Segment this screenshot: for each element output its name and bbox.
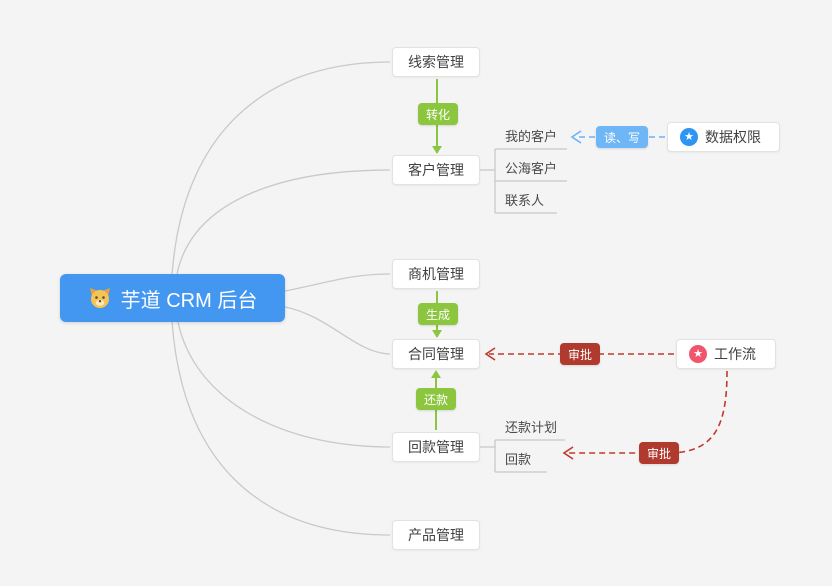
node-repayment-plan[interactable]: 还款计划 xyxy=(505,420,558,435)
star-icon: ★ xyxy=(689,345,707,363)
node-receivable-management[interactable]: 回款管理 xyxy=(392,432,480,462)
node-label: 回款管理 xyxy=(408,439,464,455)
badge-generate[interactable]: 生成 xyxy=(418,303,459,325)
node-business-management[interactable]: 商机管理 xyxy=(392,259,480,289)
root-branch-curves xyxy=(171,61,391,536)
node-product-management[interactable]: 产品管理 xyxy=(392,520,480,550)
arrowhead-receivable-to-contract xyxy=(431,370,441,378)
badge-approve-payment[interactable]: 审批 xyxy=(639,442,680,464)
node-contacts[interactable]: 联系人 xyxy=(505,193,545,208)
node-data-permission[interactable]: ★ 数据权限 xyxy=(667,122,780,152)
curve-root-to-contract xyxy=(284,306,391,355)
badge-repay[interactable]: 还款 xyxy=(416,388,457,410)
node-public-customers[interactable]: 公海客户 xyxy=(505,161,558,176)
node-label: 数据权限 xyxy=(705,129,761,145)
node-my-customers[interactable]: 我的客户 xyxy=(505,129,558,144)
root-label: 芋道 CRM 后台 xyxy=(120,289,258,312)
node-workflow[interactable]: ★ 工作流 xyxy=(676,339,776,369)
node-label: 客户管理 xyxy=(408,162,464,178)
arrowhead-business-to-contract xyxy=(432,330,442,338)
node-label: 产品管理 xyxy=(408,527,464,543)
curve-root-to-business xyxy=(284,273,391,292)
node-label: 线索管理 xyxy=(408,54,464,70)
curve-root-to-product xyxy=(171,320,391,536)
dog-icon xyxy=(88,286,112,310)
arrowhead-lead-to-customer xyxy=(432,146,442,154)
star-icon: ★ xyxy=(680,128,698,146)
node-label: 工作流 xyxy=(714,346,756,362)
dash-workflow-to-payment xyxy=(567,370,728,454)
node-payment[interactable]: 回款 xyxy=(505,452,532,467)
receivable-children-lines xyxy=(480,439,565,473)
node-label: 合同管理 xyxy=(408,346,464,362)
curve-root-to-customer xyxy=(176,169,391,275)
curve-root-to-lead xyxy=(171,61,391,276)
curve-root-to-receivable xyxy=(177,321,391,448)
node-label: 商机管理 xyxy=(408,266,464,282)
customer-children-lines xyxy=(480,148,567,214)
root-node-crm-backend[interactable]: 芋道 CRM 后台 xyxy=(60,274,285,322)
green-flow-arrows xyxy=(431,79,442,430)
arrowhead-approve-contract xyxy=(484,347,496,361)
node-contract-management[interactable]: 合同管理 xyxy=(392,339,480,369)
badge-convert[interactable]: 转化 xyxy=(418,103,459,125)
badge-read-write[interactable]: 读、写 xyxy=(596,126,649,148)
node-lead-management[interactable]: 线索管理 xyxy=(392,47,480,77)
arrowhead-read-write xyxy=(570,130,582,144)
badge-approve-contract[interactable]: 审批 xyxy=(560,343,601,365)
arrowhead-approve-payment xyxy=(562,446,574,460)
node-customer-management[interactable]: 客户管理 xyxy=(392,155,480,185)
